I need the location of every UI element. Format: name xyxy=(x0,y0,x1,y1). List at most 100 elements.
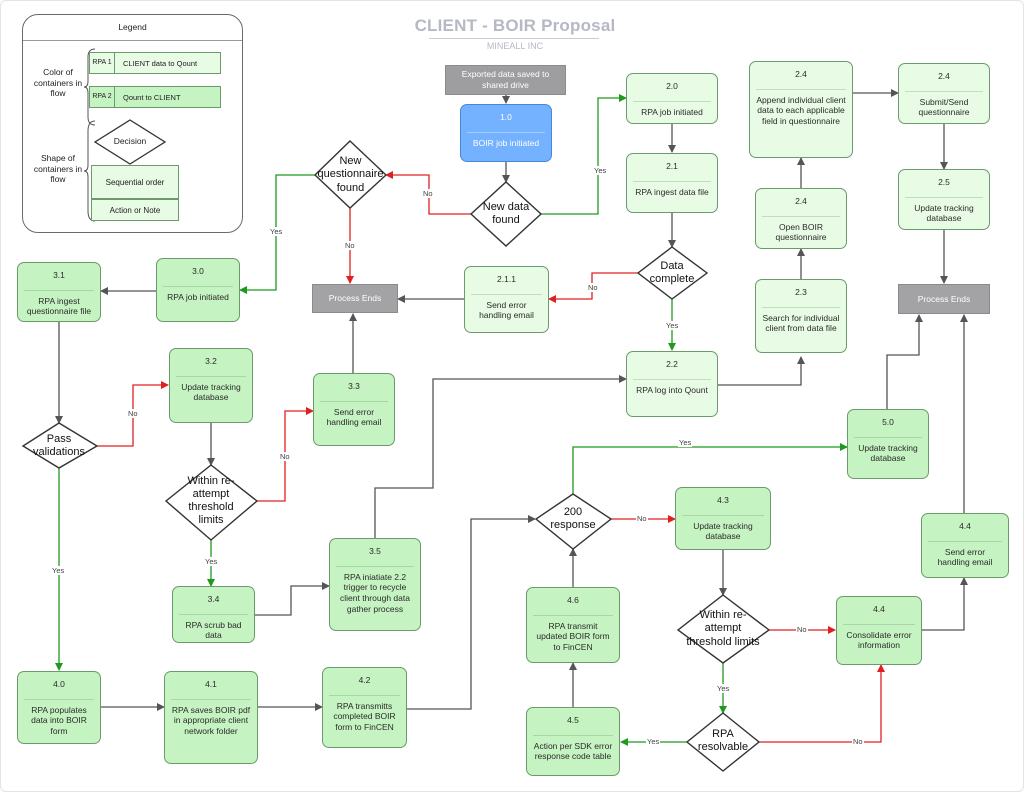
legend-row-code: RPA 1 xyxy=(90,53,115,73)
step-label: Append individual client data to each ap… xyxy=(756,88,846,127)
legend-row-text: Qount to CLIENT xyxy=(123,92,181,102)
edge-5.0-to-pe2 xyxy=(886,314,923,409)
step-label: Action per SDK error response code table xyxy=(533,734,613,762)
edge-label-yes: Yes xyxy=(204,557,219,566)
step-label: RPA job initiated xyxy=(163,285,233,303)
decision-label: Within re-attempt threshold limits xyxy=(686,609,760,648)
decision-data-complete xyxy=(636,246,709,300)
edge-label-no: No xyxy=(852,737,864,746)
step-2.1: 2.1 RPA ingest data file xyxy=(626,153,718,213)
step-number: 3.4 xyxy=(207,594,220,604)
decision-label: New questionnaire found xyxy=(317,155,384,194)
step-4.1: 4.1 RPA saves BOIR pdf in appropriate cl… xyxy=(164,671,258,764)
legend-panel: Legend Color of containers in flow RPA 1… xyxy=(22,14,243,233)
step-label: Send error handling email xyxy=(320,400,388,428)
decision-label: Pass validations xyxy=(33,432,85,458)
step-label: Open BOIR questionnaire xyxy=(762,215,840,243)
legend-row-code: RPA 2 xyxy=(90,87,115,107)
step-label: BOIR job initiated xyxy=(467,131,545,149)
step-number: 4.2 xyxy=(358,675,371,685)
diagram-subtitle: MINEALL INC xyxy=(486,41,544,51)
edge-label-yes: Yes xyxy=(269,227,284,236)
step-2.0: 2.0 RPA job initiated xyxy=(626,73,718,124)
step-number: 4.3 xyxy=(717,495,729,505)
step-label: Search for individual client from data f… xyxy=(762,306,840,334)
step-number: 2.0 xyxy=(666,81,678,91)
legend-row-text: CLIENT data to Qount xyxy=(123,58,198,68)
legend-sequential-box: Sequential order xyxy=(91,165,179,199)
decision-within-threshold-2 xyxy=(676,594,771,664)
edge-label-no: No xyxy=(796,625,808,634)
step-2.3: 2.3 Search for individual client from da… xyxy=(755,279,847,353)
step-number: 2.1 xyxy=(666,161,678,171)
process-ends-terminal: Process Ends xyxy=(312,284,398,313)
edge-label-yes: Yes xyxy=(51,566,66,575)
legend-title: Legend xyxy=(118,22,147,32)
step-label: RPA scrub bad data xyxy=(179,613,248,641)
step-4.0: 4.0 RPA populates data into BOIR form xyxy=(17,671,101,744)
step-label: RPA populates data into BOIR form xyxy=(24,698,94,737)
step-label: RPA transmit updated BOIR form to FinCEN xyxy=(533,614,613,653)
decision-rpa-resolvable xyxy=(685,712,761,772)
step-label: Update tracking database xyxy=(905,196,983,224)
step-label: Update tracking database xyxy=(682,514,764,542)
step-2.2: 2.2 RPA log into Qount xyxy=(626,351,718,417)
step-number: 3.0 xyxy=(192,266,204,276)
edge-label-yes: Yes xyxy=(678,438,693,447)
step-3.0: 3.0 RPA job initiated xyxy=(156,258,240,322)
edge-label-no: No xyxy=(422,189,434,198)
edge-label-yes: Yes xyxy=(593,166,608,175)
exported-data-note: Exported data saved to shared drive xyxy=(445,65,566,95)
step-3.3: 3.3 Send error handling email xyxy=(313,373,395,446)
step-2.4-submit: 2.4 Submit/Send questionnaire xyxy=(898,63,990,124)
node-label: Exported data saved to shared drive xyxy=(461,69,550,90)
step-number: 4.4 xyxy=(959,521,971,531)
edge-label-yes: Yes xyxy=(665,321,680,330)
step-number: 2.4 xyxy=(938,71,950,81)
legend-row-rpa1: RPA 1 CLIENT data to Qount xyxy=(89,52,221,74)
step-label: Consolidate error information xyxy=(843,623,915,651)
step-number: 3.3 xyxy=(348,381,360,391)
step-number: 2.4 xyxy=(795,196,807,206)
step-label: RPA ingest data file xyxy=(633,180,711,198)
decision-new-questionnaire-found xyxy=(313,140,388,209)
step-label: RPA log into Qount xyxy=(633,378,711,396)
step-number: 2.2 xyxy=(666,359,678,369)
step-4.4-consolidate: 4.4 Consolidate error information xyxy=(836,596,922,665)
step-4.6: 4.6 RPA transmit updated BOIR form to Fi… xyxy=(526,587,620,663)
step-label: Update tracking database xyxy=(854,436,922,464)
legend-shape-label: Shape of containers in flow xyxy=(33,153,83,185)
step-2.5: 2.5 Update tracking database xyxy=(898,169,990,230)
decision-label: New data found xyxy=(482,200,530,226)
decision-new-data-found xyxy=(469,181,543,247)
edge-4.4a-to-4.4b xyxy=(922,577,968,631)
decision-pass-validations xyxy=(21,422,99,469)
legend-decision-shape xyxy=(93,119,167,165)
step-label: Update tracking database xyxy=(176,375,246,403)
step-3.1: 3.1 RPA ingest questionnaire file xyxy=(17,262,101,322)
step-label: RPA transmitts completed BOIR form to Fi… xyxy=(329,694,400,733)
step-number: 4.1 xyxy=(205,679,217,689)
edge-label-no: No xyxy=(279,452,291,461)
node-label: Process Ends xyxy=(917,293,971,304)
decision-label: Data complete xyxy=(649,259,695,285)
decision-label: RPA resolvable xyxy=(697,727,749,753)
step-number: 2.5 xyxy=(938,177,950,187)
step-number: 4.5 xyxy=(567,715,579,725)
step-3.2: 3.2 Update tracking database xyxy=(169,348,253,423)
step-label: RPA ingest questionnaire file xyxy=(24,289,94,317)
edge-3.4-to-3.5 xyxy=(255,582,330,616)
step-4.2: 4.2 RPA transmitts completed BOIR form t… xyxy=(322,667,407,748)
node-label: Process Ends xyxy=(328,293,382,304)
step-number: 3.1 xyxy=(53,270,65,280)
title-underline xyxy=(429,38,599,39)
step-4.4-send-email: 4.4 Send error handling email xyxy=(921,513,1009,578)
legend-color-label: Color of containers in flow xyxy=(33,67,83,99)
legend-decision-label: Decision xyxy=(113,136,147,146)
edge-4.2-to-200 xyxy=(407,515,536,710)
legend-shape-brace xyxy=(83,120,96,222)
step-label: RPA job initiated xyxy=(633,100,711,118)
decision-within-threshold-1 xyxy=(164,464,259,541)
